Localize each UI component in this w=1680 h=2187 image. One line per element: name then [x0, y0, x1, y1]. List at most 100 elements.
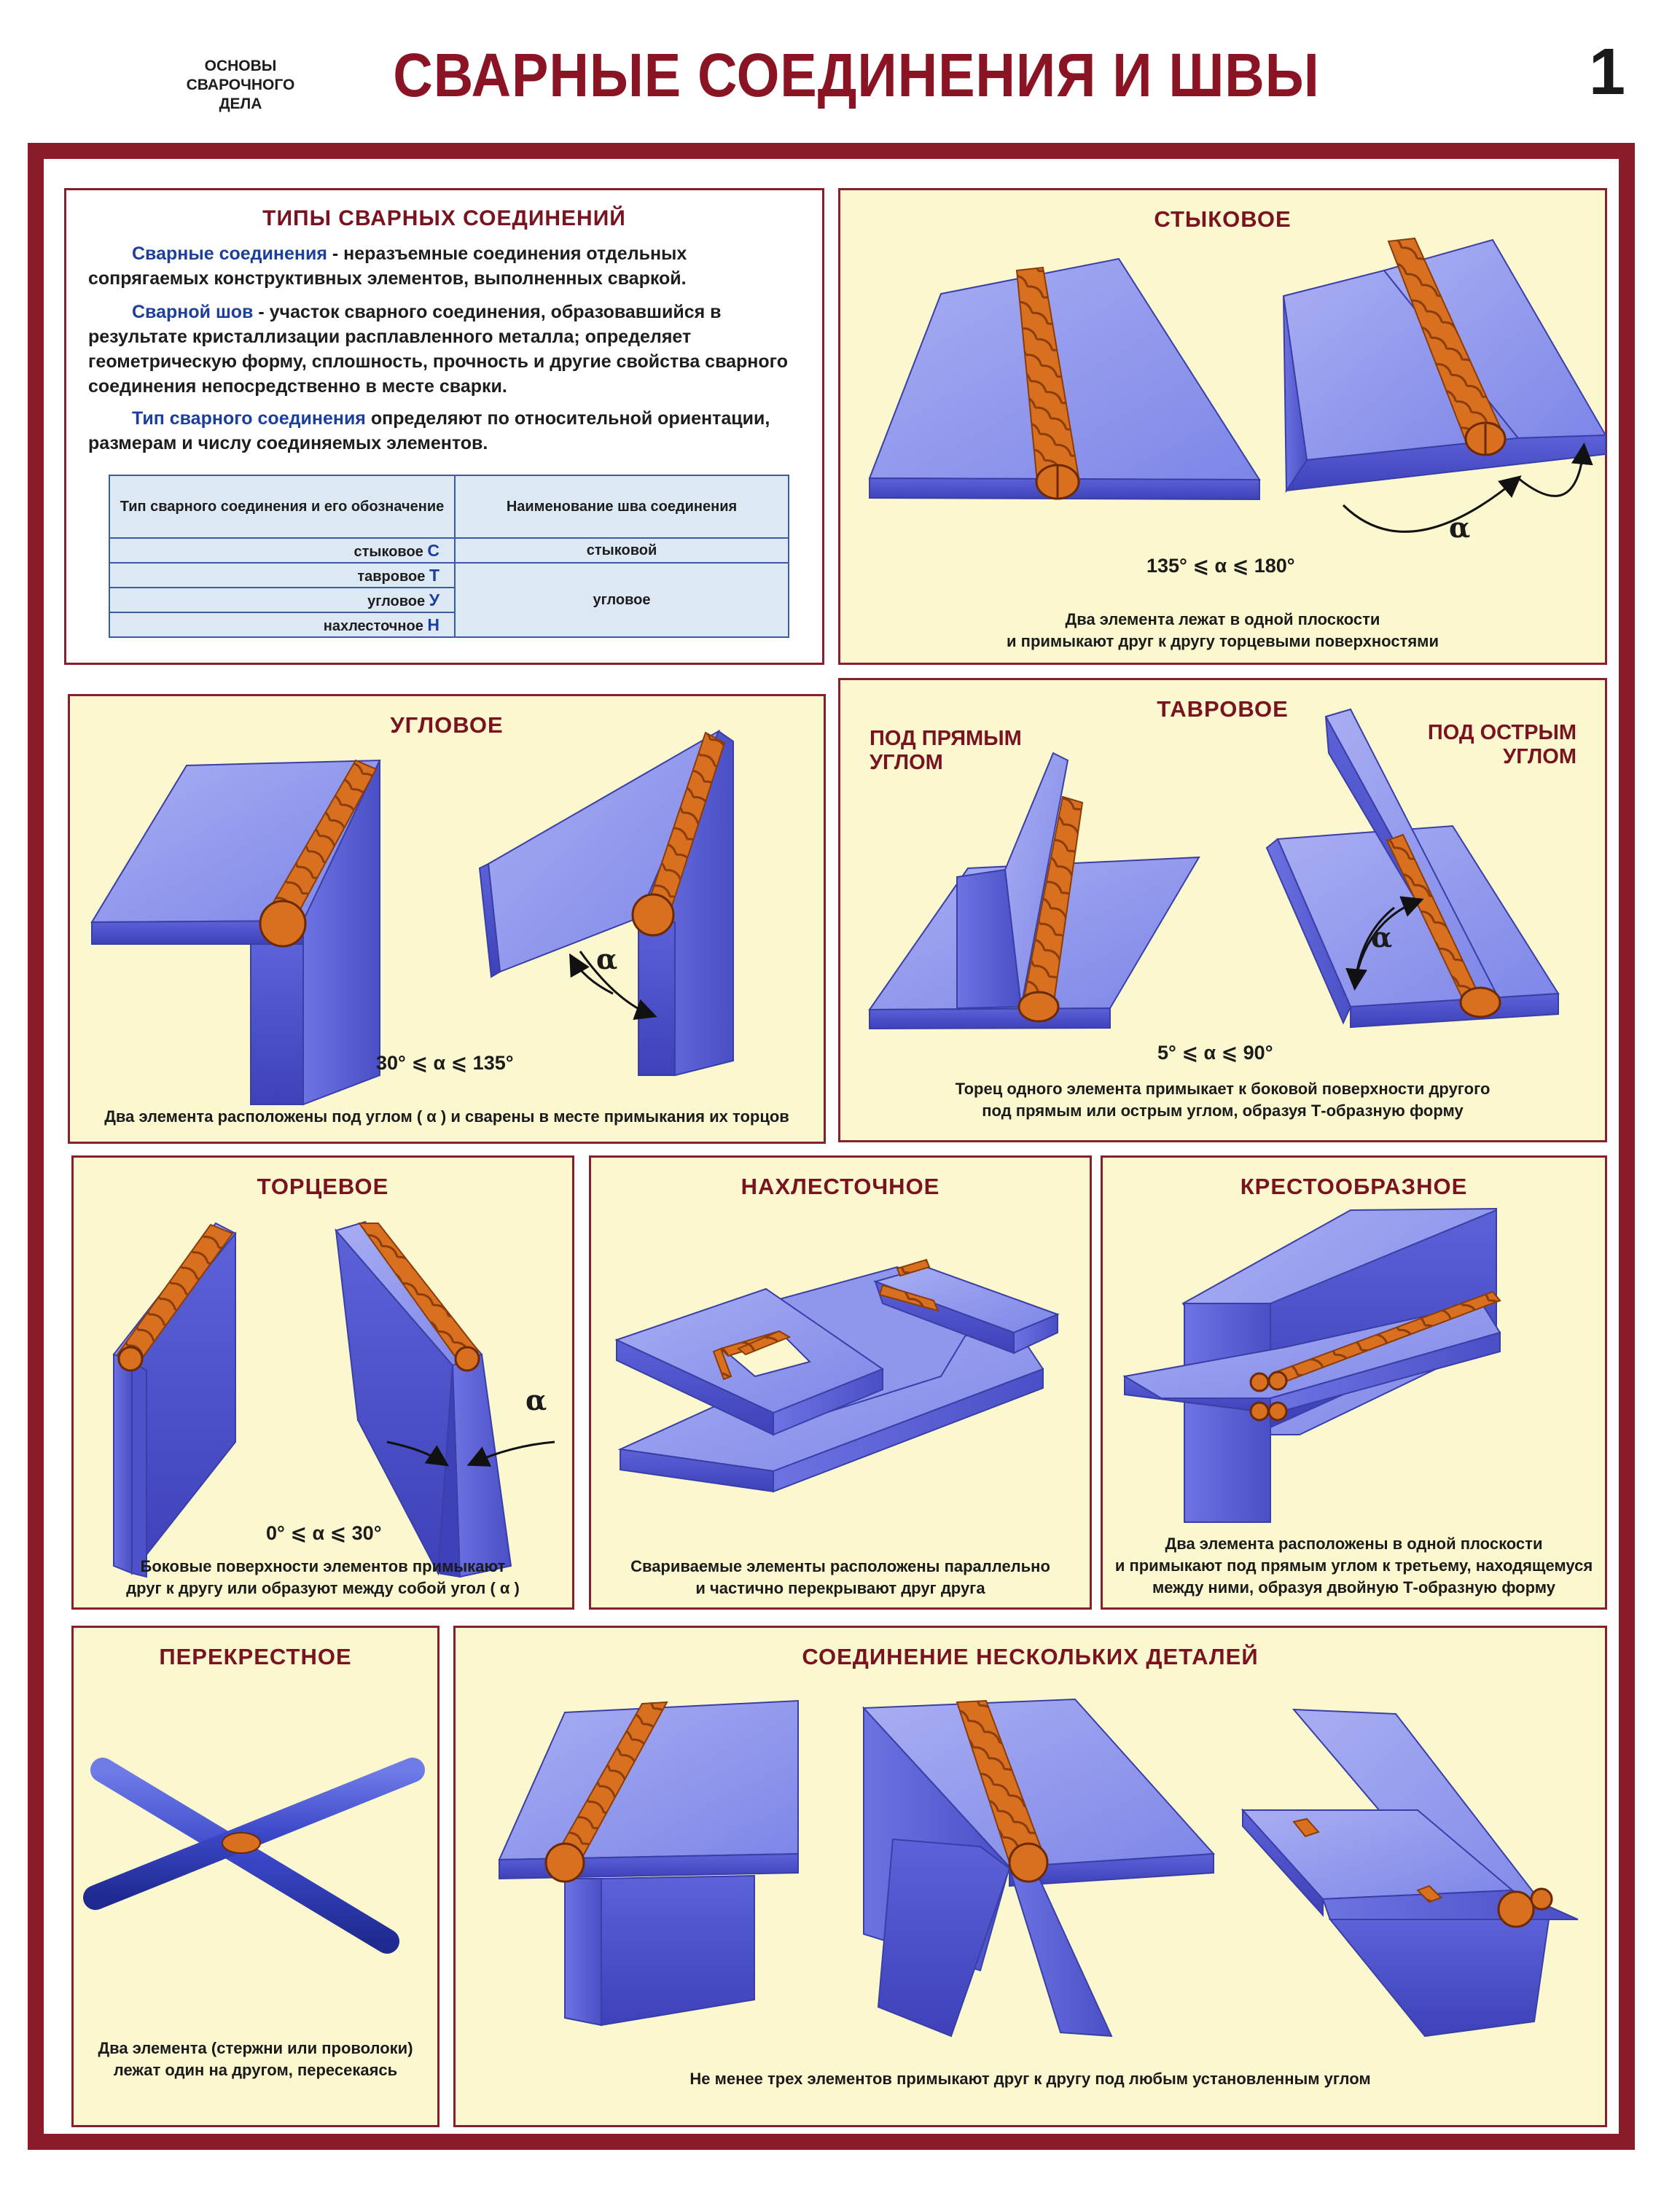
- cruciform-caption-line-3: между ними, образуя двойную Т-образную ф…: [1152, 1578, 1555, 1597]
- lap-caption-line-2: и частично перекрывают друг друга: [695, 1579, 985, 1597]
- cruciform-title: КРЕСТООБРАЗНОЕ: [1240, 1174, 1468, 1199]
- types-table-header: Тип сварного соединения и его обозначени…: [109, 475, 789, 539]
- tee-caption-line-1: Торец одного элемента примыкает к боково…: [955, 1080, 1490, 1098]
- table-row: угловое У: [109, 587, 789, 613]
- tee-joint-panel: ТАВРОВОЕ ПОД ПРЯМЫМ УГЛОМ ПОД ОСТРЫМ УГЛ…: [838, 678, 1607, 1142]
- seam-name-cell: угловое: [454, 562, 789, 638]
- types-table-col2: Наименование шва соединения: [454, 475, 789, 539]
- lap-title: НАХЛЕСТОЧНОЕ: [741, 1174, 940, 1199]
- cross-title: ПЕРЕКРЕСТНОЕ: [159, 1644, 352, 1669]
- term-type: Тип сварного соединения: [132, 408, 366, 429]
- multi-caption-line-1: Не менее трех элементов примыкают друг к…: [689, 2070, 1371, 2088]
- butt-joint-panel: СТЫКОВОЕ α 135° ⩽ α ⩽ 180° Два элемента …: [838, 188, 1607, 665]
- tee-left-label: ПОД ПРЯМЫМ УГЛОМ: [870, 727, 1022, 775]
- tee-right-label-line-1: ПОД ОСТРЫМ: [1427, 721, 1577, 744]
- butt-caption: Два элемента лежат в одной плоскости и п…: [840, 609, 1605, 652]
- joint-code: С: [427, 540, 439, 560]
- poster-title: СВАРНЫЕ СОЕДИНЕНИЯ И ШВЫ: [393, 41, 1320, 109]
- joint-type-cell: нахлесточное Н: [109, 612, 456, 638]
- cross-joint-illustration: [83, 1758, 425, 1954]
- definition-seam-text: - участок сварного соединения, образовав…: [88, 302, 789, 397]
- cross-joint-panel: ПЕРЕКРЕСТНОЕ Два элемента (стержни или п…: [71, 1626, 439, 2127]
- tee-left-label-line-2: УГЛОМ: [870, 751, 943, 774]
- corner-title: УГЛОВОЕ: [390, 712, 504, 738]
- cruciform-joint-illustration: [1122, 1207, 1501, 1523]
- tee-right-label-line-2: УГЛОМ: [1503, 745, 1577, 768]
- joint-code: Н: [427, 615, 439, 634]
- lap-caption: Свариваемые элементы расположены паралле…: [591, 1556, 1090, 1599]
- lap-joint-illustration: [614, 1258, 1060, 1493]
- lap-joint-panel: НАХЛЕСТОЧНОЕ Свариваемые элементы распол…: [589, 1155, 1092, 1610]
- definition-type: Тип сварного соединения определяют по от…: [88, 406, 810, 456]
- subject-label: ОСНОВЫ СВАРОЧНОГО ДЕЛА: [153, 57, 328, 114]
- joint-type-cell: стыковое С: [109, 537, 456, 564]
- cruciform-caption: Два элемента расположены в одной плоскос…: [1103, 1533, 1605, 1599]
- edge-title: ТОРЦЕВОЕ: [257, 1174, 389, 1199]
- joint-type-cell: тавровое Т: [109, 562, 456, 588]
- definition-joint: Сварные соединения - неразъемные соедине…: [88, 241, 810, 291]
- types-table-col1: Тип сварного соединения и его обозначени…: [109, 475, 456, 539]
- cruciform-joint-panel: КРЕСТООБРАЗНОЕ Два элемента расположены …: [1101, 1155, 1607, 1610]
- joint-code: Т: [429, 565, 439, 585]
- cruciform-caption-line-1: Два элемента расположены в одной плоскос…: [1165, 1535, 1543, 1553]
- types-title: ТИПЫ СВАРНЫХ СОЕДИНЕНИЙ: [262, 206, 626, 230]
- edge-joint-panel: ТОРЦЕВОЕ α 0° ⩽ α ⩽ 30° Боковые поверхно…: [71, 1155, 574, 1610]
- tee-joint-illustration: [868, 708, 1560, 1030]
- table-row: нахлесточное Н: [109, 612, 789, 638]
- tee-left-label-line-1: ПОД ПРЯМЫМ: [870, 727, 1022, 750]
- joint-code: У: [429, 590, 439, 609]
- edge-alpha: α: [526, 1384, 547, 1416]
- cross-caption: Два элемента (стержни или проволоки) леж…: [74, 2038, 437, 2081]
- edge-joint-illustration: [112, 1220, 555, 1578]
- corner-alpha: α: [596, 943, 618, 975]
- joint-name: тавровое: [357, 568, 426, 585]
- edge-caption-line-1: Боковые поверхности элементов примыкают: [140, 1557, 506, 1575]
- butt-joint-illustration: [868, 237, 1607, 533]
- tee-caption: Торец одного элемента примыкает к боково…: [840, 1078, 1605, 1122]
- butt-alpha: α: [1449, 511, 1471, 544]
- lap-caption-line-1: Свариваемые элементы расположены паралле…: [630, 1557, 1050, 1575]
- subject-line-1: ОСНОВЫ: [204, 58, 277, 74]
- definition-type-text: определяют по относительной ориентации, …: [88, 408, 770, 453]
- types-panel: ТИПЫ СВАРНЫХ СОЕДИНЕНИЙ Сварные соединен…: [64, 188, 824, 665]
- cruciform-caption-line-2: и примыкают под прямым углом к третьему,…: [1114, 1556, 1593, 1575]
- table-row: стыковое С стыковой: [109, 537, 789, 564]
- corner-joint-panel: УГЛОВОЕ α 30° ⩽ α ⩽ 135° Два элемента ра…: [68, 694, 826, 1144]
- subject-line-3: ДЕЛА: [219, 95, 262, 112]
- joint-name: угловое: [367, 593, 426, 609]
- cross-caption-line-1: Два элемента (стержни или проволоки): [98, 2039, 413, 2057]
- multi-joint-illustration: [498, 1698, 1579, 2038]
- tee-right-label: ПОД ОСТРЫМ УГЛОМ: [1394, 721, 1577, 769]
- butt-caption-line-2: и примыкают друг к другу торцевыми повер…: [1007, 632, 1439, 650]
- multi-joint-panel: СОЕДИНЕНИЕ НЕСКОЛЬКИХ ДЕТАЛЕЙ Не менее т…: [453, 1626, 1607, 2127]
- types-table: Тип сварного соединения и его обозначени…: [109, 475, 789, 638]
- table-row: тавровое Т угловое: [109, 562, 789, 638]
- definition-seam: Сварной шов - участок сварного соединени…: [88, 300, 810, 399]
- joint-name: стыковое: [353, 543, 423, 560]
- corner-caption-line-1: Два элемента расположены под углом ( α )…: [104, 1107, 789, 1126]
- joint-type-cell: угловое У: [109, 587, 456, 613]
- sheet-number: 1: [1589, 36, 1626, 109]
- corner-caption: Два элемента расположены под углом ( α )…: [70, 1106, 824, 1128]
- corner-range: 30° ⩽ α ⩽ 135°: [376, 1052, 514, 1074]
- term-joint: Сварные соединения: [132, 243, 327, 264]
- butt-caption-line-1: Два элемента лежат в одной плоскости: [1065, 610, 1380, 628]
- corner-joint-illustration: [90, 729, 734, 1106]
- tee-range: 5° ⩽ α ⩽ 90°: [1157, 1042, 1273, 1064]
- tee-alpha: α: [1371, 921, 1393, 954]
- edge-range: 0° ⩽ α ⩽ 30°: [266, 1522, 382, 1544]
- term-seam: Сварной шов: [132, 302, 254, 322]
- edge-caption-line-2: друг к другу или образуют между собой уг…: [126, 1579, 520, 1597]
- tee-caption-line-2: под прямым или острым углом, образуя Т-о…: [982, 1102, 1464, 1120]
- seam-name-cell: стыковой: [454, 537, 789, 564]
- butt-title: СТЫКОВОЕ: [1154, 206, 1292, 232]
- cross-caption-line-2: лежат один на другом, пересекаясь: [113, 2061, 398, 2079]
- subject-line-2: СВАРОЧНОГО: [186, 77, 295, 93]
- tee-title: ТАВРОВОЕ: [1157, 696, 1289, 722]
- joint-name: нахлесточное: [323, 617, 423, 634]
- definition-joint-text: - неразъемные соединения отдельных сопря…: [88, 243, 687, 289]
- multi-caption: Не менее трех элементов примыкают друг к…: [456, 2068, 1605, 2090]
- butt-range: 135° ⩽ α ⩽ 180°: [1146, 555, 1295, 577]
- multi-title: СОЕДИНЕНИЕ НЕСКОЛЬКИХ ДЕТАЛЕЙ: [802, 1644, 1259, 1669]
- edge-caption: Боковые поверхности элементов примыкают …: [74, 1556, 572, 1599]
